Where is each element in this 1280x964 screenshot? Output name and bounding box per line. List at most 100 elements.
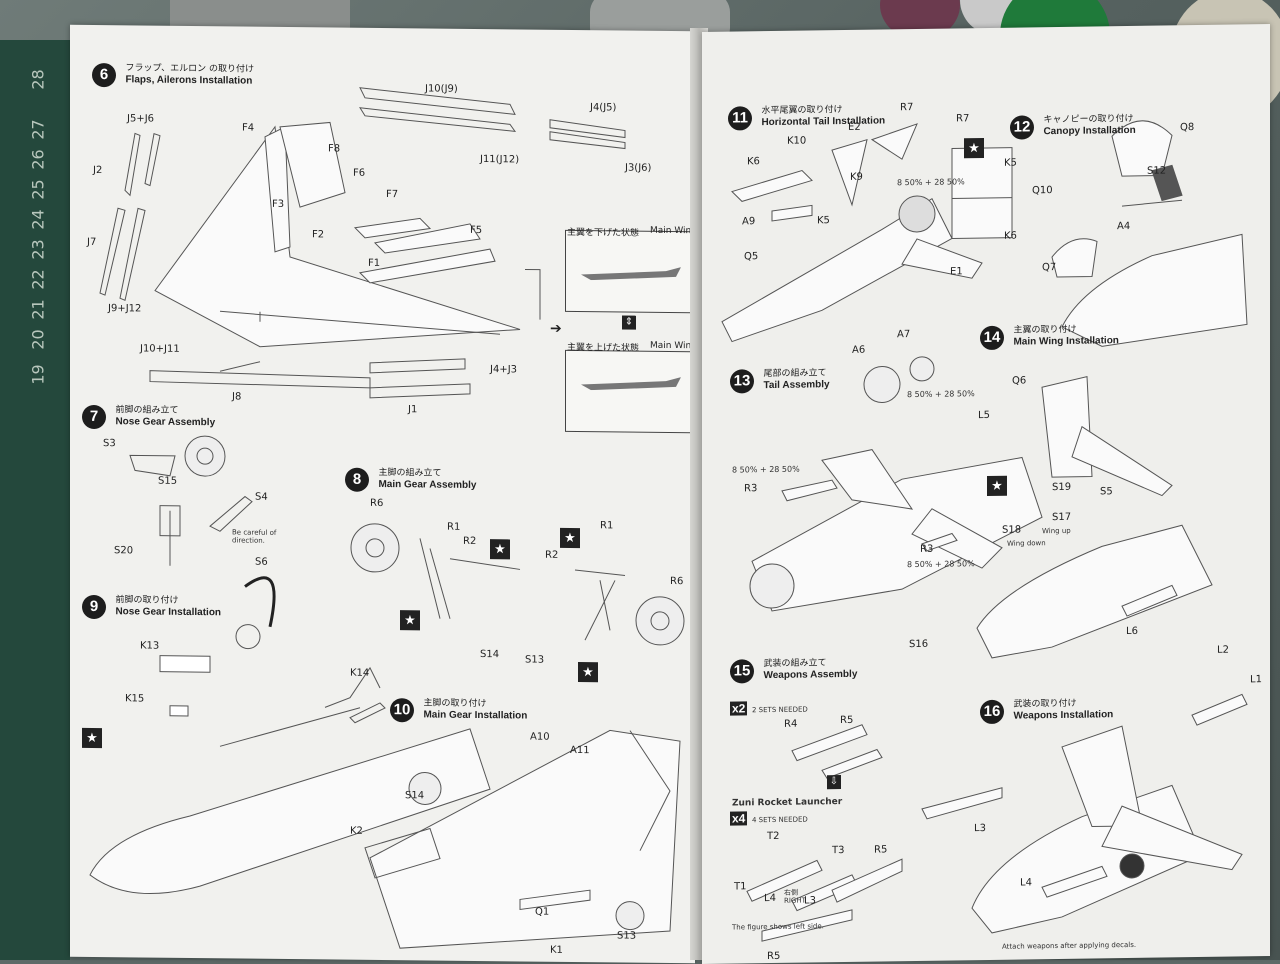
step-number: 7 — [82, 404, 106, 430]
cutting-mat: 28 27 26 25 24 23 22 21 20 19 — [0, 40, 70, 960]
part-label: R1 — [600, 520, 614, 532]
step-number: 6 — [92, 62, 116, 88]
part-label: S4 — [255, 491, 268, 503]
part-label: K10 — [787, 135, 807, 147]
part-label: S13 — [525, 654, 545, 666]
part-label: R4 — [784, 718, 798, 730]
inset-label-jp: 主翼を下げた状態 — [567, 227, 640, 239]
part-label: L4 — [1020, 877, 1032, 889]
step-number: 9 — [82, 594, 106, 620]
part-label: L6 — [1126, 625, 1138, 638]
decal-star-icon: ★ — [578, 662, 598, 683]
part-label: R6 — [670, 576, 684, 588]
part-label: S15 — [158, 475, 178, 487]
ruler-mark: 24 — [28, 209, 48, 230]
wing-down-note: Wing down — [1007, 539, 1046, 548]
part-label: J8 — [232, 391, 242, 403]
ruler-mark: 21 — [28, 299, 48, 320]
step-7: 7 前脚の組み立て Nose Gear Assembly — [82, 404, 216, 430]
step-number: 16 — [980, 699, 1004, 725]
part-label: A7 — [897, 329, 911, 341]
part-label: A10 — [530, 731, 550, 743]
part-label: J7 — [87, 236, 97, 249]
part-label: F7 — [386, 189, 399, 201]
part-label: F2 — [312, 229, 325, 241]
paint-mix: 8 50% + 28 50% — [897, 177, 965, 188]
ruler-mark: 26 — [28, 149, 48, 170]
part-label: J5+J6 — [127, 113, 155, 125]
step-number: 12 — [1010, 115, 1034, 140]
right-label-jp: 右側 — [784, 888, 798, 897]
part-label: R1 — [447, 521, 461, 533]
part-label: J11(J12) — [480, 154, 520, 166]
paint-mix: 8 50% + 28 50% — [907, 389, 975, 400]
step-10: 10 主脚の取り付け Main Gear Installation — [390, 698, 527, 723]
part-label: R2 — [545, 549, 559, 561]
part-label: T3 — [832, 844, 845, 857]
part-label: F4 — [242, 122, 255, 134]
step-16: 16 武装の取り付け Weapons Installation — [980, 698, 1114, 725]
part-label: L1 — [1250, 674, 1262, 686]
ruler-mark: 19 — [28, 364, 48, 385]
decal-star-icon: ★ — [490, 539, 510, 560]
part-label: R7 — [956, 113, 970, 125]
part-label: F1 — [368, 257, 381, 269]
decal-star-icon: ★ — [560, 527, 580, 549]
step-number: 11 — [728, 106, 752, 131]
step-11: 11 水平尾翼の取り付け Horizontal Tail Installatio… — [728, 104, 886, 131]
part-label: A9 — [742, 216, 756, 228]
part-label: K14 — [350, 667, 370, 679]
part-label: Q8 — [1180, 122, 1195, 134]
step-title-en: Nose Gear Assembly — [115, 416, 216, 429]
part-label: L3 — [974, 823, 986, 835]
part-label: T1 — [734, 881, 747, 893]
right-page: 11 水平尾翼の取り付け Horizontal Tail Installatio… — [702, 24, 1270, 964]
wing-up-inset — [565, 349, 692, 434]
step-title-en: Tail Assembly — [763, 379, 830, 392]
right-label-en: RIGHT — [784, 896, 806, 905]
paint-mix: 8 50% + 28 50% — [907, 559, 975, 570]
step-title-en: Main Wing Installation — [1013, 335, 1119, 348]
instruction-booklet: 6 フラップ、エルロン の取り付け Flaps, Ailerons Instal… — [70, 24, 1270, 964]
inset-label-jp: 主翼を上げた状態 — [567, 342, 640, 354]
part-label: R3 — [920, 543, 934, 555]
aircraft-silhouette — [581, 376, 681, 391]
part-label: R7 — [900, 102, 914, 114]
direction-note: Be careful of direction. — [232, 528, 277, 545]
part-label: Q5 — [744, 251, 759, 263]
part-label: E1 — [950, 266, 963, 278]
part-label: A11 — [570, 744, 590, 757]
part-label: Q1 — [535, 906, 550, 918]
part-label: S12 — [1147, 165, 1167, 177]
step-number: 14 — [980, 325, 1004, 351]
step-14: 14 主翼の取り付け Main Wing Installation — [980, 324, 1119, 351]
paint-mix: 8 50% + 28 50% — [732, 464, 800, 475]
step-title-en: Horizontal Tail Installation — [761, 115, 886, 129]
step-title-en: Canopy Installation — [1043, 124, 1136, 138]
step-title-en: Weapons Assembly — [763, 668, 858, 682]
step-8: 8 主脚の組み立て Main Gear Assembly — [345, 467, 476, 493]
part-label: S17 — [1052, 511, 1072, 524]
step-title-en: Weapons Installation — [1013, 709, 1114, 722]
ruler-mark: 22 — [28, 269, 48, 290]
part-label: S20 — [114, 545, 134, 557]
step-9: 9 前脚の取り付け Nose Gear Installation — [82, 594, 221, 620]
part-label: J4(J5) — [590, 102, 617, 114]
part-label: K9 — [850, 171, 863, 183]
part-label: R5 — [767, 950, 781, 963]
part-label: J1 — [408, 404, 418, 416]
part-label: S14 — [405, 790, 425, 802]
part-label: R6 — [370, 497, 384, 510]
decal-star-icon: ★ — [987, 475, 1007, 496]
step-number: 15 — [730, 659, 754, 684]
step-title-en: Flaps, Ailerons Installation — [125, 74, 253, 87]
part-label: J9+J12 — [108, 303, 142, 315]
left-page: 6 フラップ、エルロン の取り付け Flaps, Ailerons Instal… — [70, 24, 725, 964]
part-label: R2 — [463, 535, 477, 547]
part-label: S16 — [909, 638, 929, 651]
part-label: L5 — [978, 409, 990, 422]
part-label: Q10 — [1032, 185, 1053, 197]
part-label: K5 — [817, 215, 830, 227]
part-label: Q7 — [1042, 262, 1057, 274]
part-label: L2 — [1217, 644, 1229, 656]
